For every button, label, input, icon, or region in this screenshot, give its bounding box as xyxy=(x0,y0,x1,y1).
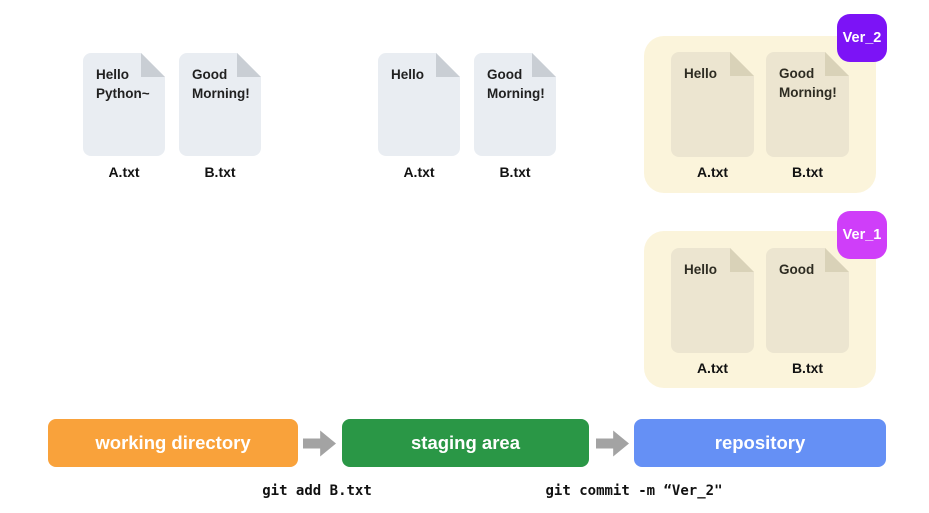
version-box-ver2: Hello A.txt Good Morning! B.txt xyxy=(644,36,876,193)
file-working-b: Good Morning! B.txt xyxy=(179,53,261,180)
git-commit-command: git commit -m “Ver_2" xyxy=(545,483,723,499)
file-staging-b: Good Morning! B.txt xyxy=(474,53,556,180)
version-badge-ver2: Ver_2 xyxy=(837,14,887,62)
file-name-label: B.txt xyxy=(499,164,531,180)
file-working-a: Hello Python~ A.txt xyxy=(83,53,165,180)
file-staging-a: Hello A.txt xyxy=(378,53,460,180)
document-icon: Good xyxy=(766,248,849,353)
document-icon: Hello Python~ xyxy=(83,53,165,156)
file-content: Good Morning! xyxy=(487,67,545,101)
file-ver1-a: Hello A.txt xyxy=(671,248,754,376)
file-ver2-b: Good Morning! B.txt xyxy=(766,52,849,180)
stage-bar-staging-area: staging area xyxy=(342,419,589,467)
file-name-label: B.txt xyxy=(204,164,236,180)
document-icon: Good Morning! xyxy=(179,53,261,156)
document-icon: Hello xyxy=(671,52,754,157)
file-name-label: B.txt xyxy=(791,360,824,376)
arrow-right-icon xyxy=(303,430,336,457)
file-content: Hello xyxy=(684,262,718,277)
file-ver1-b: Good B.txt xyxy=(766,248,849,376)
version-badge-ver1: Ver_1 xyxy=(837,211,887,259)
file-content: Good Morning! xyxy=(779,66,837,100)
version-box-ver1: Hello A.txt Good B.txt xyxy=(644,231,876,388)
file-content: Good Morning! xyxy=(192,67,250,101)
file-content: Hello xyxy=(684,66,718,81)
document-icon: Hello xyxy=(671,248,754,353)
file-content: Hello xyxy=(391,67,425,82)
file-name-label: B.txt xyxy=(791,164,824,180)
document-icon: Good Morning! xyxy=(766,52,849,157)
document-icon: Good Morning! xyxy=(474,53,556,156)
file-name-label: A.txt xyxy=(108,164,140,180)
stage-bar-working-directory: working directory xyxy=(48,419,298,467)
file-name-label: A.txt xyxy=(403,164,435,180)
file-content: Good xyxy=(779,262,815,277)
file-name-label: A.txt xyxy=(696,164,729,180)
git-add-command: git add B.txt xyxy=(262,483,372,499)
arrow-right-icon xyxy=(596,430,629,457)
file-ver2-a: Hello A.txt xyxy=(671,52,754,180)
stage-bar-repository: repository xyxy=(634,419,886,467)
file-name-label: A.txt xyxy=(696,360,729,376)
document-icon: Hello xyxy=(378,53,460,156)
file-content: Hello Python~ xyxy=(96,67,150,101)
